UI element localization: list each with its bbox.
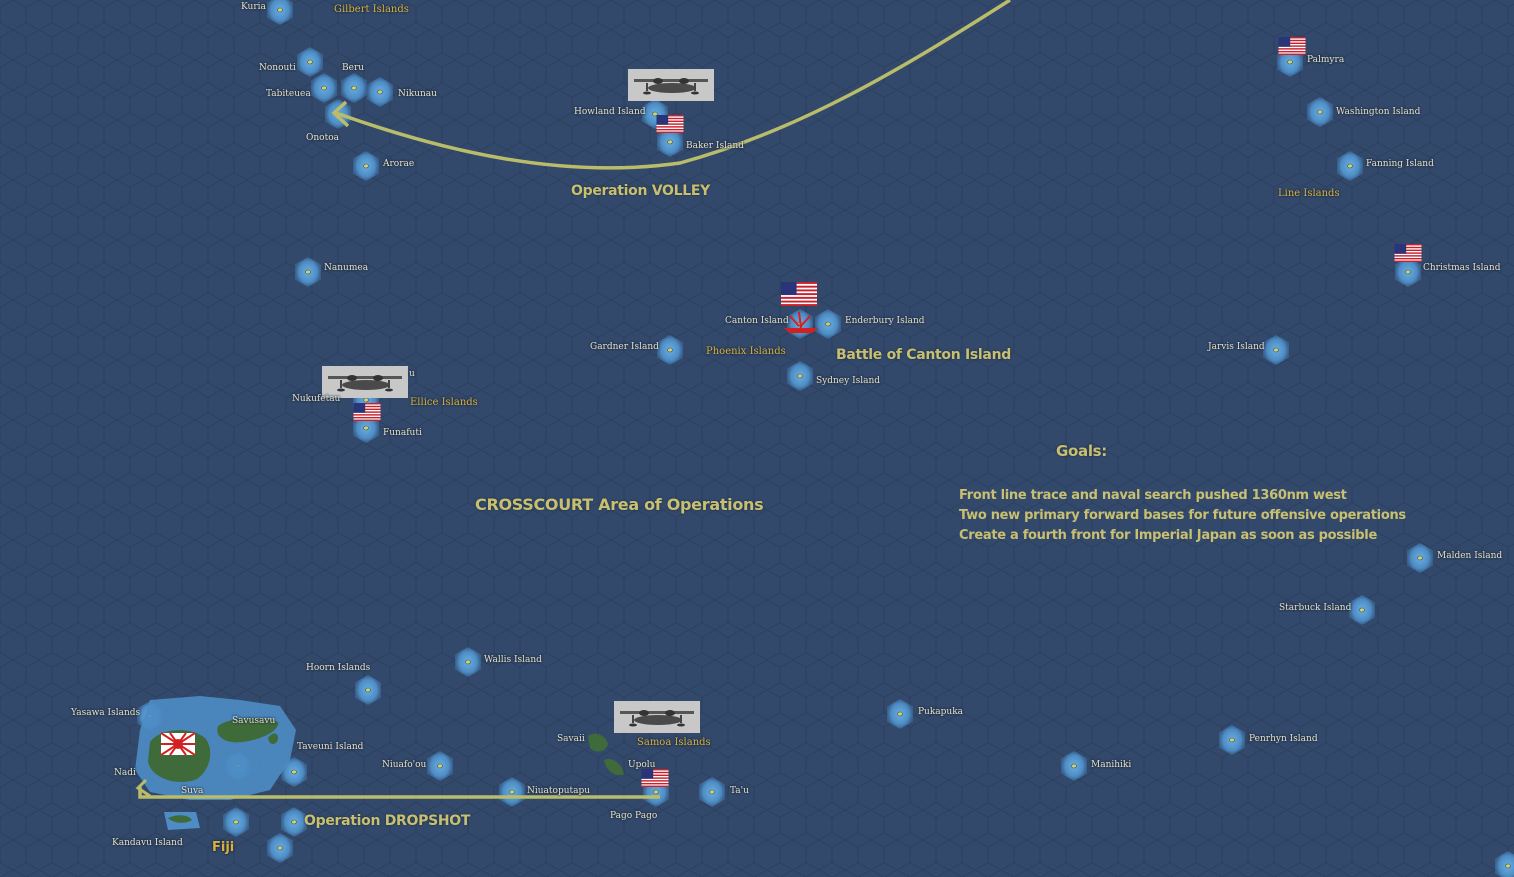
place-label-jarvis-island[interactable]: Jarvis Island — [1208, 342, 1265, 352]
seaplane-icon[interactable] — [614, 701, 700, 733]
group-label-fiji[interactable]: Fiji — [212, 840, 235, 855]
place-label-yasawa-islands[interactable]: Yasawa Islands — [71, 708, 141, 718]
place-label-christmas-island[interactable]: Christmas Island — [1423, 263, 1501, 273]
place-label-onotoa[interactable]: Onotoa — [306, 133, 339, 143]
place-label-nui-partial[interactable]: u — [409, 369, 415, 379]
place-label-starbuck-island[interactable]: Starbuck Island — [1279, 603, 1352, 613]
place-label-kuria[interactable]: Kuria — [241, 2, 266, 12]
place-label-niuafoou[interactable]: Niuafo'ou — [382, 760, 427, 770]
goal-item: Create a fourth front for Imperial Japan… — [959, 528, 1377, 543]
place-label-nadi[interactable]: Nadi — [114, 768, 136, 778]
operation-dropshot-label: Operation DROPSHOT — [304, 813, 471, 829]
place-label-washington-island[interactable]: Washington Island — [1336, 107, 1421, 117]
place-label-pago-pago[interactable]: Pago Pago — [610, 811, 658, 821]
place-label-tau[interactable]: Ta'u — [730, 786, 749, 796]
naval-battle-icon[interactable] — [784, 311, 818, 333]
goals-list: Front line trace and naval search pushed… — [959, 486, 1406, 546]
place-label-manihiki[interactable]: Manihiki — [1091, 760, 1132, 770]
place-label-sydney-island[interactable]: Sydney Island — [816, 376, 881, 386]
place-label-wallis-island[interactable]: Wallis Island — [484, 655, 542, 665]
group-label-samoa-islands[interactable]: Samoa Islands — [637, 737, 711, 748]
japan-rising-sun-flag-icon[interactable] — [160, 732, 196, 756]
place-label-fanning-island[interactable]: Fanning Island — [1366, 159, 1434, 169]
place-label-savusavu[interactable]: Savusavu — [232, 716, 276, 726]
us-flag-icon[interactable] — [656, 115, 684, 133]
place-label-niuatoputapu[interactable]: Niuatoputapu — [527, 786, 591, 796]
place-label-upolu[interactable]: Upolu — [628, 760, 656, 770]
place-label-gardner-island[interactable]: Gardner Island — [590, 342, 659, 352]
seaplane-icon[interactable] — [628, 69, 714, 101]
place-label-kandavu-island[interactable]: Kandavu Island — [112, 838, 183, 848]
place-label-howland-island[interactable]: Howland Island — [574, 107, 646, 117]
place-label-tabiteuea[interactable]: Tabiteuea — [266, 89, 311, 99]
place-label-savaii[interactable]: Savaii — [557, 734, 585, 744]
battle-of-canton-label: Battle of Canton Island — [836, 347, 1011, 363]
place-label-funafuti[interactable]: Funafuti — [383, 428, 422, 438]
us-flag-icon[interactable] — [1278, 37, 1306, 55]
place-label-enderbury-island[interactable]: Enderbury Island — [845, 316, 925, 326]
goal-item: Two new primary forward bases for future… — [959, 508, 1406, 523]
group-label-gilbert-islands[interactable]: Gilbert Islands — [334, 4, 409, 15]
group-label-ellice-islands[interactable]: Ellice Islands — [410, 397, 478, 408]
place-label-beru[interactable]: Beru — [342, 63, 365, 73]
place-label-suva[interactable]: Suva — [181, 786, 204, 796]
place-label-pukapuka[interactable]: Pukapuka — [918, 707, 964, 717]
operation-volley-arrow — [335, 0, 1011, 170]
operation-volley-label: Operation VOLLEY — [571, 183, 710, 199]
place-label-hoorn-islands[interactable]: Hoorn Islands — [306, 663, 371, 673]
place-label-penrhyn-island[interactable]: Penrhyn Island — [1249, 734, 1318, 744]
place-label-arorae[interactable]: Arorae — [383, 159, 415, 169]
place-label-malden-island[interactable]: Malden Island — [1437, 551, 1503, 561]
goals-title: Goals: — [1056, 442, 1108, 460]
group-label-line-islands[interactable]: Line Islands — [1278, 188, 1340, 199]
group-label-phoenix-islands[interactable]: Phoenix Islands — [706, 346, 786, 357]
place-label-taveuni-island[interactable]: Taveuni Island — [297, 742, 364, 752]
area-of-operations-label: CROSSCOURT Area of Operations — [475, 495, 764, 514]
operation-volley-arrowhead — [331, 100, 350, 128]
place-label-palmyra[interactable]: Palmyra — [1307, 55, 1345, 65]
place-label-baker-island[interactable]: Baker Island — [686, 141, 744, 151]
place-label-nonouti[interactable]: Nonouti — [259, 63, 296, 73]
goal-item: Front line trace and naval search pushed… — [959, 488, 1347, 503]
operation-dropshot-arrowhead — [135, 778, 151, 798]
us-flag-icon[interactable] — [1394, 244, 1422, 262]
place-label-nikunau[interactable]: Nikunau — [398, 89, 437, 99]
place-label-nukufetau[interactable]: Nukufetau — [292, 394, 341, 404]
place-label-nanumea[interactable]: Nanumea — [324, 263, 369, 273]
us-flag-icon[interactable] — [641, 769, 669, 787]
us-flag-icon[interactable] — [353, 403, 381, 421]
us-flag-icon[interactable] — [781, 282, 817, 306]
place-label-canton-island[interactable]: Canton Island — [725, 316, 789, 326]
